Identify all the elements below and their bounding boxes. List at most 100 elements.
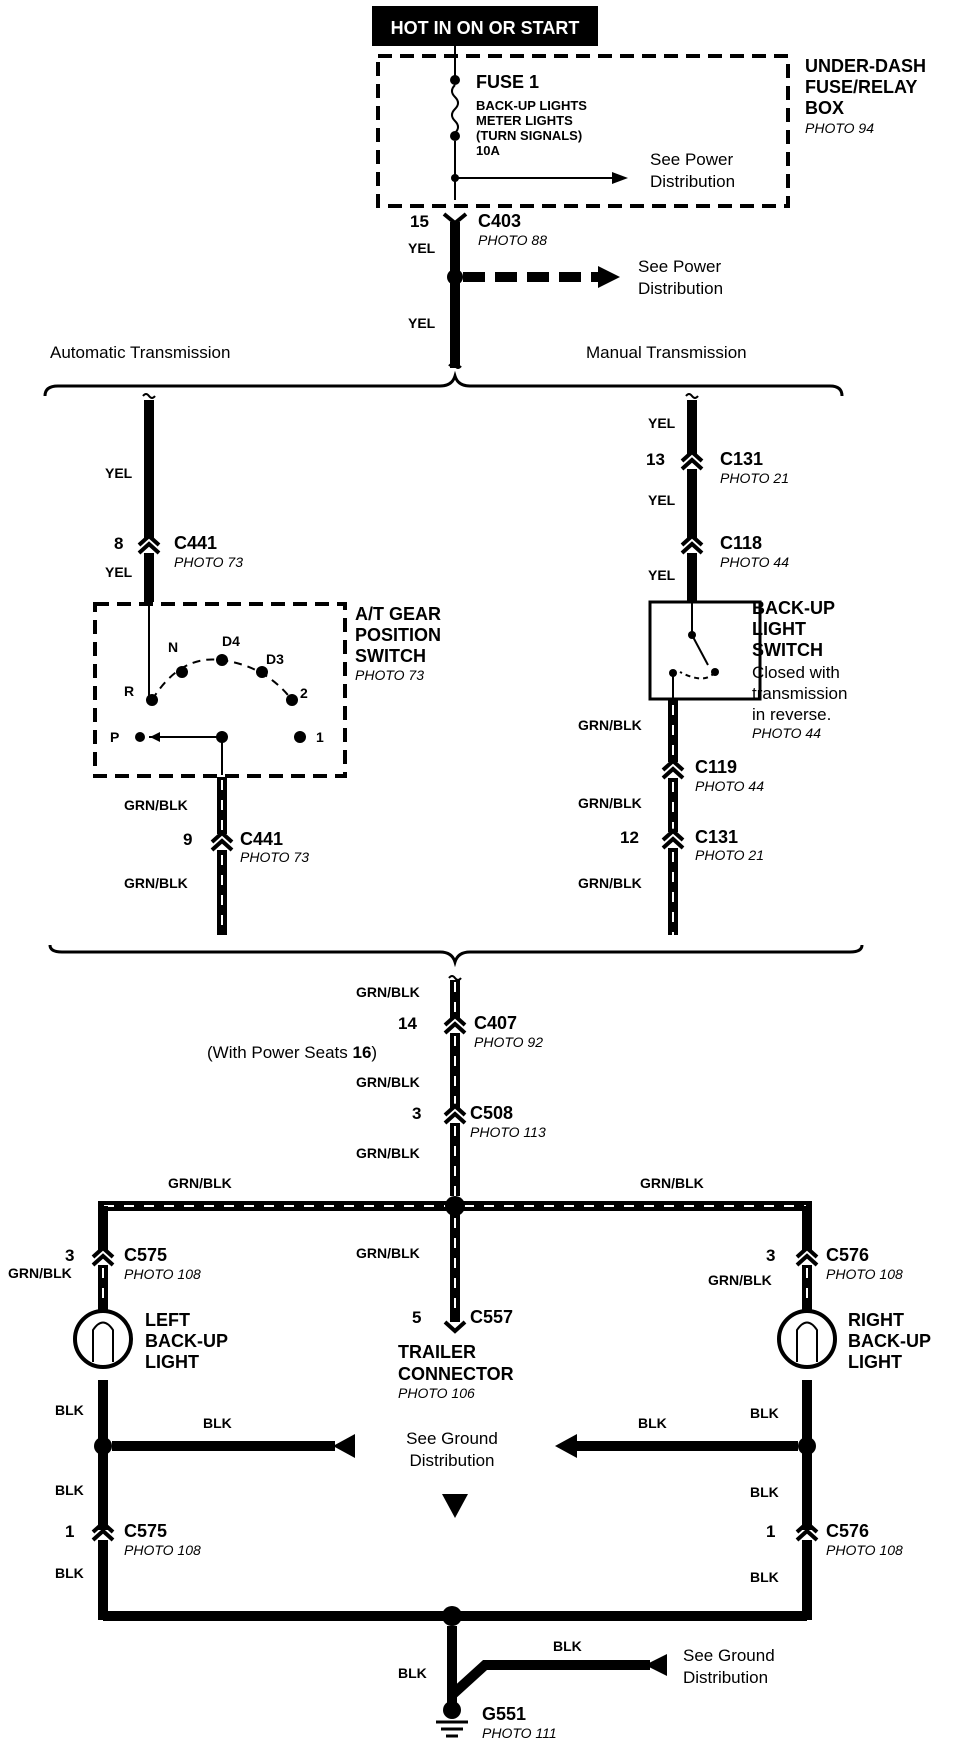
fuse-desc-4: 10A	[476, 143, 500, 158]
fuse-relay-box	[376, 54, 790, 208]
fuse-power-ref-1: See Power	[650, 150, 733, 169]
ground-photo: PHOTO 111	[482, 1725, 557, 1741]
right-wire: GRN/BLK	[708, 1272, 772, 1288]
manual-pin4: 12	[620, 828, 639, 847]
left-pin: 3	[65, 1246, 74, 1265]
fuse-1-label: FUSE 1	[476, 72, 539, 92]
right-title-3: LIGHT	[848, 1352, 902, 1372]
c131-connector-b	[680, 457, 704, 471]
manual-wire5: GRN/BLK	[578, 795, 642, 811]
fuse-power-ref-2: Distribution	[650, 172, 735, 191]
pos-label-n: N	[168, 639, 178, 655]
pos-label-d4: D4	[222, 633, 240, 649]
lower-wire2: GRN/BLK	[356, 1074, 420, 1090]
c441-connector-bottom	[210, 830, 234, 844]
c403-pin: 15	[410, 212, 429, 231]
hot-label-box	[372, 6, 598, 46]
manual-photo1: PHOTO 21	[720, 470, 789, 486]
trailer-title-2: CONNECTOR	[398, 1364, 514, 1384]
lower-wire3: GRN/BLK	[356, 1145, 420, 1161]
bus-right-label: GRN/BLK	[640, 1175, 704, 1191]
yel-wire-label-1: YEL	[408, 240, 436, 256]
manual-pin1: 13	[646, 450, 665, 469]
c441-connector-bottom-b	[210, 838, 234, 852]
left-pin2: 1	[65, 1522, 74, 1541]
bus-left-label: GRN/BLK	[168, 1175, 232, 1191]
right-blk1: BLK	[750, 1405, 779, 1421]
auto-wire-mid: YEL	[105, 564, 133, 580]
switch-pos-d4	[216, 654, 228, 666]
c508-connector-b	[443, 1111, 467, 1125]
arrow-icon	[442, 1494, 468, 1518]
wire-break-icon	[448, 363, 462, 369]
right-bulb-icon	[777, 1309, 837, 1369]
switch-travel	[679, 671, 716, 680]
right-blk-h: BLK	[638, 1415, 667, 1431]
yel-splice	[447, 269, 463, 285]
branch-manual: Manual Transmission	[586, 343, 747, 362]
c508-connector	[443, 1103, 467, 1117]
c557-pin: 5	[412, 1308, 421, 1327]
at-switch-photo: PHOTO 73	[355, 667, 424, 683]
manual-switch-note-2: transmission	[752, 684, 847, 703]
wire-break-icon	[142, 393, 156, 399]
c557-connector	[443, 1320, 467, 1334]
branch-brace-bottom	[48, 944, 864, 968]
manual-switch-title-1: BACK-UP	[752, 598, 835, 618]
switch-pos-n	[176, 666, 188, 678]
c118-connector-b	[680, 541, 704, 555]
manual-photo4: PHOTO 21	[695, 847, 764, 863]
left-bulb-icon	[73, 1309, 133, 1369]
fuse-desc-3: (TURN SIGNALS)	[476, 128, 582, 143]
trailer-photo: PHOTO 106	[398, 1385, 475, 1401]
auto-conn2: C441	[240, 829, 283, 849]
c407-connector-b	[443, 1021, 467, 1035]
auto-conn: C441	[174, 533, 217, 553]
left-conn: C575	[124, 1245, 167, 1265]
manual-conn1: C131	[720, 449, 763, 469]
yel-wire-label-2: YEL	[408, 315, 436, 331]
arrow-icon	[645, 1654, 667, 1676]
power-ref-1: See Power	[638, 257, 721, 276]
c508-label: C508	[470, 1103, 513, 1123]
pos-label-r: R	[124, 683, 134, 699]
at-switch-title-3: SWITCH	[355, 646, 426, 666]
lower-wire1: GRN/BLK	[356, 984, 420, 1000]
ground-blk-vert: BLK	[398, 1665, 427, 1681]
switch-pos-2	[286, 694, 298, 706]
switch-blade	[691, 634, 709, 666]
manual-switch-note-1: Closed with	[752, 663, 840, 682]
wire-break-icon	[685, 393, 699, 399]
right-photo2: PHOTO 108	[826, 1542, 903, 1558]
auto-wire-top: YEL	[105, 465, 133, 481]
pos-label-p: P	[110, 729, 119, 745]
auto-wire-b1: GRN/BLK	[124, 797, 188, 813]
c576-connector-2	[795, 1520, 819, 1534]
c131-connector	[680, 449, 704, 463]
ground-terminal	[443, 1701, 461, 1719]
c407-pin: 14	[398, 1014, 417, 1033]
manual-switch-title-2: LIGHT	[752, 619, 806, 639]
ground-ref-center-2: Distribution	[409, 1451, 494, 1470]
left-blk3: BLK	[55, 1565, 84, 1581]
pos-label-d3: D3	[266, 651, 284, 667]
c575-connector-2-b	[91, 1528, 115, 1542]
c576-connector	[795, 1245, 819, 1259]
arrow-icon	[333, 1434, 355, 1458]
right-blk2: BLK	[750, 1484, 779, 1500]
wire-break-icon	[448, 975, 462, 981]
fuse-1-symbol	[451, 84, 459, 134]
c131-connector-2-b	[661, 836, 685, 850]
manual-switch-title-3: SWITCH	[752, 640, 823, 660]
c441-connector-top-b	[137, 541, 161, 555]
c575-connector-2	[91, 1520, 115, 1534]
c508-photo: PHOTO 113	[470, 1124, 546, 1140]
fuse-node-top	[450, 75, 460, 85]
c407-connector	[443, 1013, 467, 1027]
c119-connector-b	[661, 766, 685, 780]
right-conn: C576	[826, 1245, 869, 1265]
ground-splice	[442, 1606, 462, 1626]
manual-conn2: C118	[720, 533, 762, 553]
